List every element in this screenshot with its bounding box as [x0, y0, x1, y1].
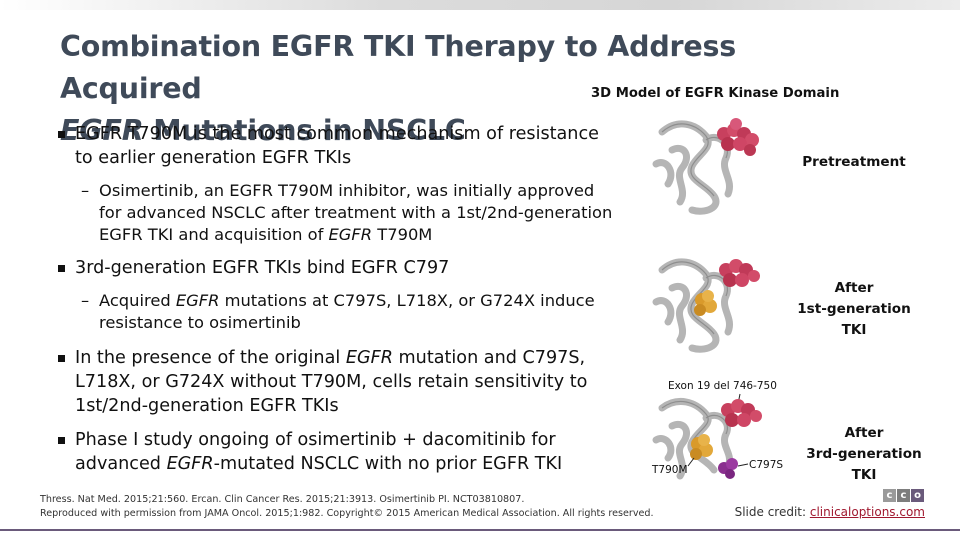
protein-ribbon — [652, 258, 733, 353]
clinicaloptions-link[interactable]: clinicaloptions.com — [809, 505, 925, 519]
top-decor-bar — [0, 0, 960, 10]
label-t790m: T790M — [652, 464, 688, 476]
c797s-cluster — [718, 458, 738, 479]
label-exon19-del: Exon 19 del 746-750 — [668, 380, 777, 392]
panel-label-after-3rd-gen: After 3rd-generation TKI — [792, 423, 936, 486]
bullet-2: 3rd-generation EGFR TKIs bind EGFR C797 — [56, 256, 616, 280]
bullet-1-sub-italic: EGFR — [328, 225, 373, 244]
bullet-3-italic: EGFR — [345, 348, 393, 368]
panel-3-label-line-1: After — [844, 425, 884, 441]
bullet-1-sub-end: T790M — [372, 225, 433, 244]
protein-model-pretreatment — [652, 118, 759, 215]
title-italic-egfr: EGFR — [60, 114, 144, 147]
bullet-2-sub-italic: EGFR — [175, 291, 220, 310]
bullet-4: Phase I study ongoing of osimertinib + d… — [56, 428, 616, 476]
t790m-cluster — [694, 290, 717, 316]
bullet-2-sub-text: Acquired — [99, 291, 176, 310]
bullet-1: EGFR T790M is the most common mechanism … — [56, 122, 616, 170]
panel-label-after-1st-gen: After 1st-generation TKI — [784, 278, 924, 341]
exon19-deletion-cluster — [721, 399, 762, 427]
title-line-2: EGFR Mutations in NSCLC — [60, 110, 880, 152]
t790m-pointer — [687, 457, 695, 467]
slide-credit-label: Slide credit: — [734, 505, 810, 519]
panel-2-label-line-1: After — [834, 280, 874, 296]
protein-ribbon-shade — [661, 400, 728, 443]
t790m-cluster — [690, 434, 713, 460]
panel-label-pretreatment: Pretreatment — [802, 154, 906, 170]
bullet-3-text: In the presence of the original — [75, 348, 346, 368]
reference-line-2: Reproduced with permission from JAMA Onc… — [40, 508, 654, 519]
slide-credit: Slide credit: clinicaloptions.com — [735, 505, 925, 519]
cco-logo: c c o — [883, 489, 924, 502]
bullet-3: In the presence of the original EGFR mut… — [56, 346, 616, 418]
bullet-3-end: mutation and C797S, L718X, or G724X with… — [75, 348, 588, 416]
bullet-1-sub: Osimertinib, an EGFR T790M inhibitor, wa… — [56, 180, 616, 246]
bullet-2-sub: Acquired EGFR mutations at C797S, L718X,… — [56, 290, 616, 334]
exon19-deletion-cluster — [719, 259, 760, 287]
panel-2-label-line-2: 1st-generation TKI — [797, 301, 911, 338]
label-c797s: C797S — [749, 459, 784, 471]
title-line-1: Combination EGFR TKI Therapy to Address … — [60, 30, 737, 105]
slide-title: Combination EGFR TKI Therapy to Address … — [60, 26, 880, 152]
logo-letter-c2: c — [897, 489, 910, 502]
protein-ribbon-shade — [661, 261, 728, 335]
exon19-deletion-cluster — [717, 118, 759, 156]
references: Thress. Nat Med. 2015;21:560. Ercan. Cli… — [40, 493, 654, 521]
logo-letter-c1: c — [883, 489, 896, 502]
bullet-2-sub-end: mutations at C797S, L718X, or G724X indu… — [99, 291, 595, 332]
bullet-4-text: Phase I study ongoing of osimertinib + d… — [75, 430, 556, 474]
c797s-pointer — [737, 463, 749, 467]
footer-divider — [0, 529, 960, 531]
bullet-4-end: -mutated NSCLC with no prior EGFR TKI — [213, 454, 563, 474]
logo-letter-o: o — [911, 489, 924, 502]
figure-title: 3D Model of EGFR Kinase Domain — [591, 86, 840, 101]
panel-3-label-line-2: 3rd-generation TKI — [806, 446, 922, 483]
bullet-4-italic: EGFR — [166, 454, 214, 474]
protein-model-after-1st-gen — [652, 258, 760, 353]
bullet-list: EGFR T790M is the most common mechanism … — [56, 122, 616, 476]
protein-model-after-3rd-gen — [652, 393, 762, 480]
title-line-2-rest: Mutations in NSCLC — [143, 114, 466, 147]
bullet-1-sub-text: Osimertinib, an EGFR T790M inhibitor, wa… — [99, 181, 613, 244]
reference-line-1: Thress. Nat Med. 2015;21:560. Ercan. Cli… — [40, 494, 525, 505]
